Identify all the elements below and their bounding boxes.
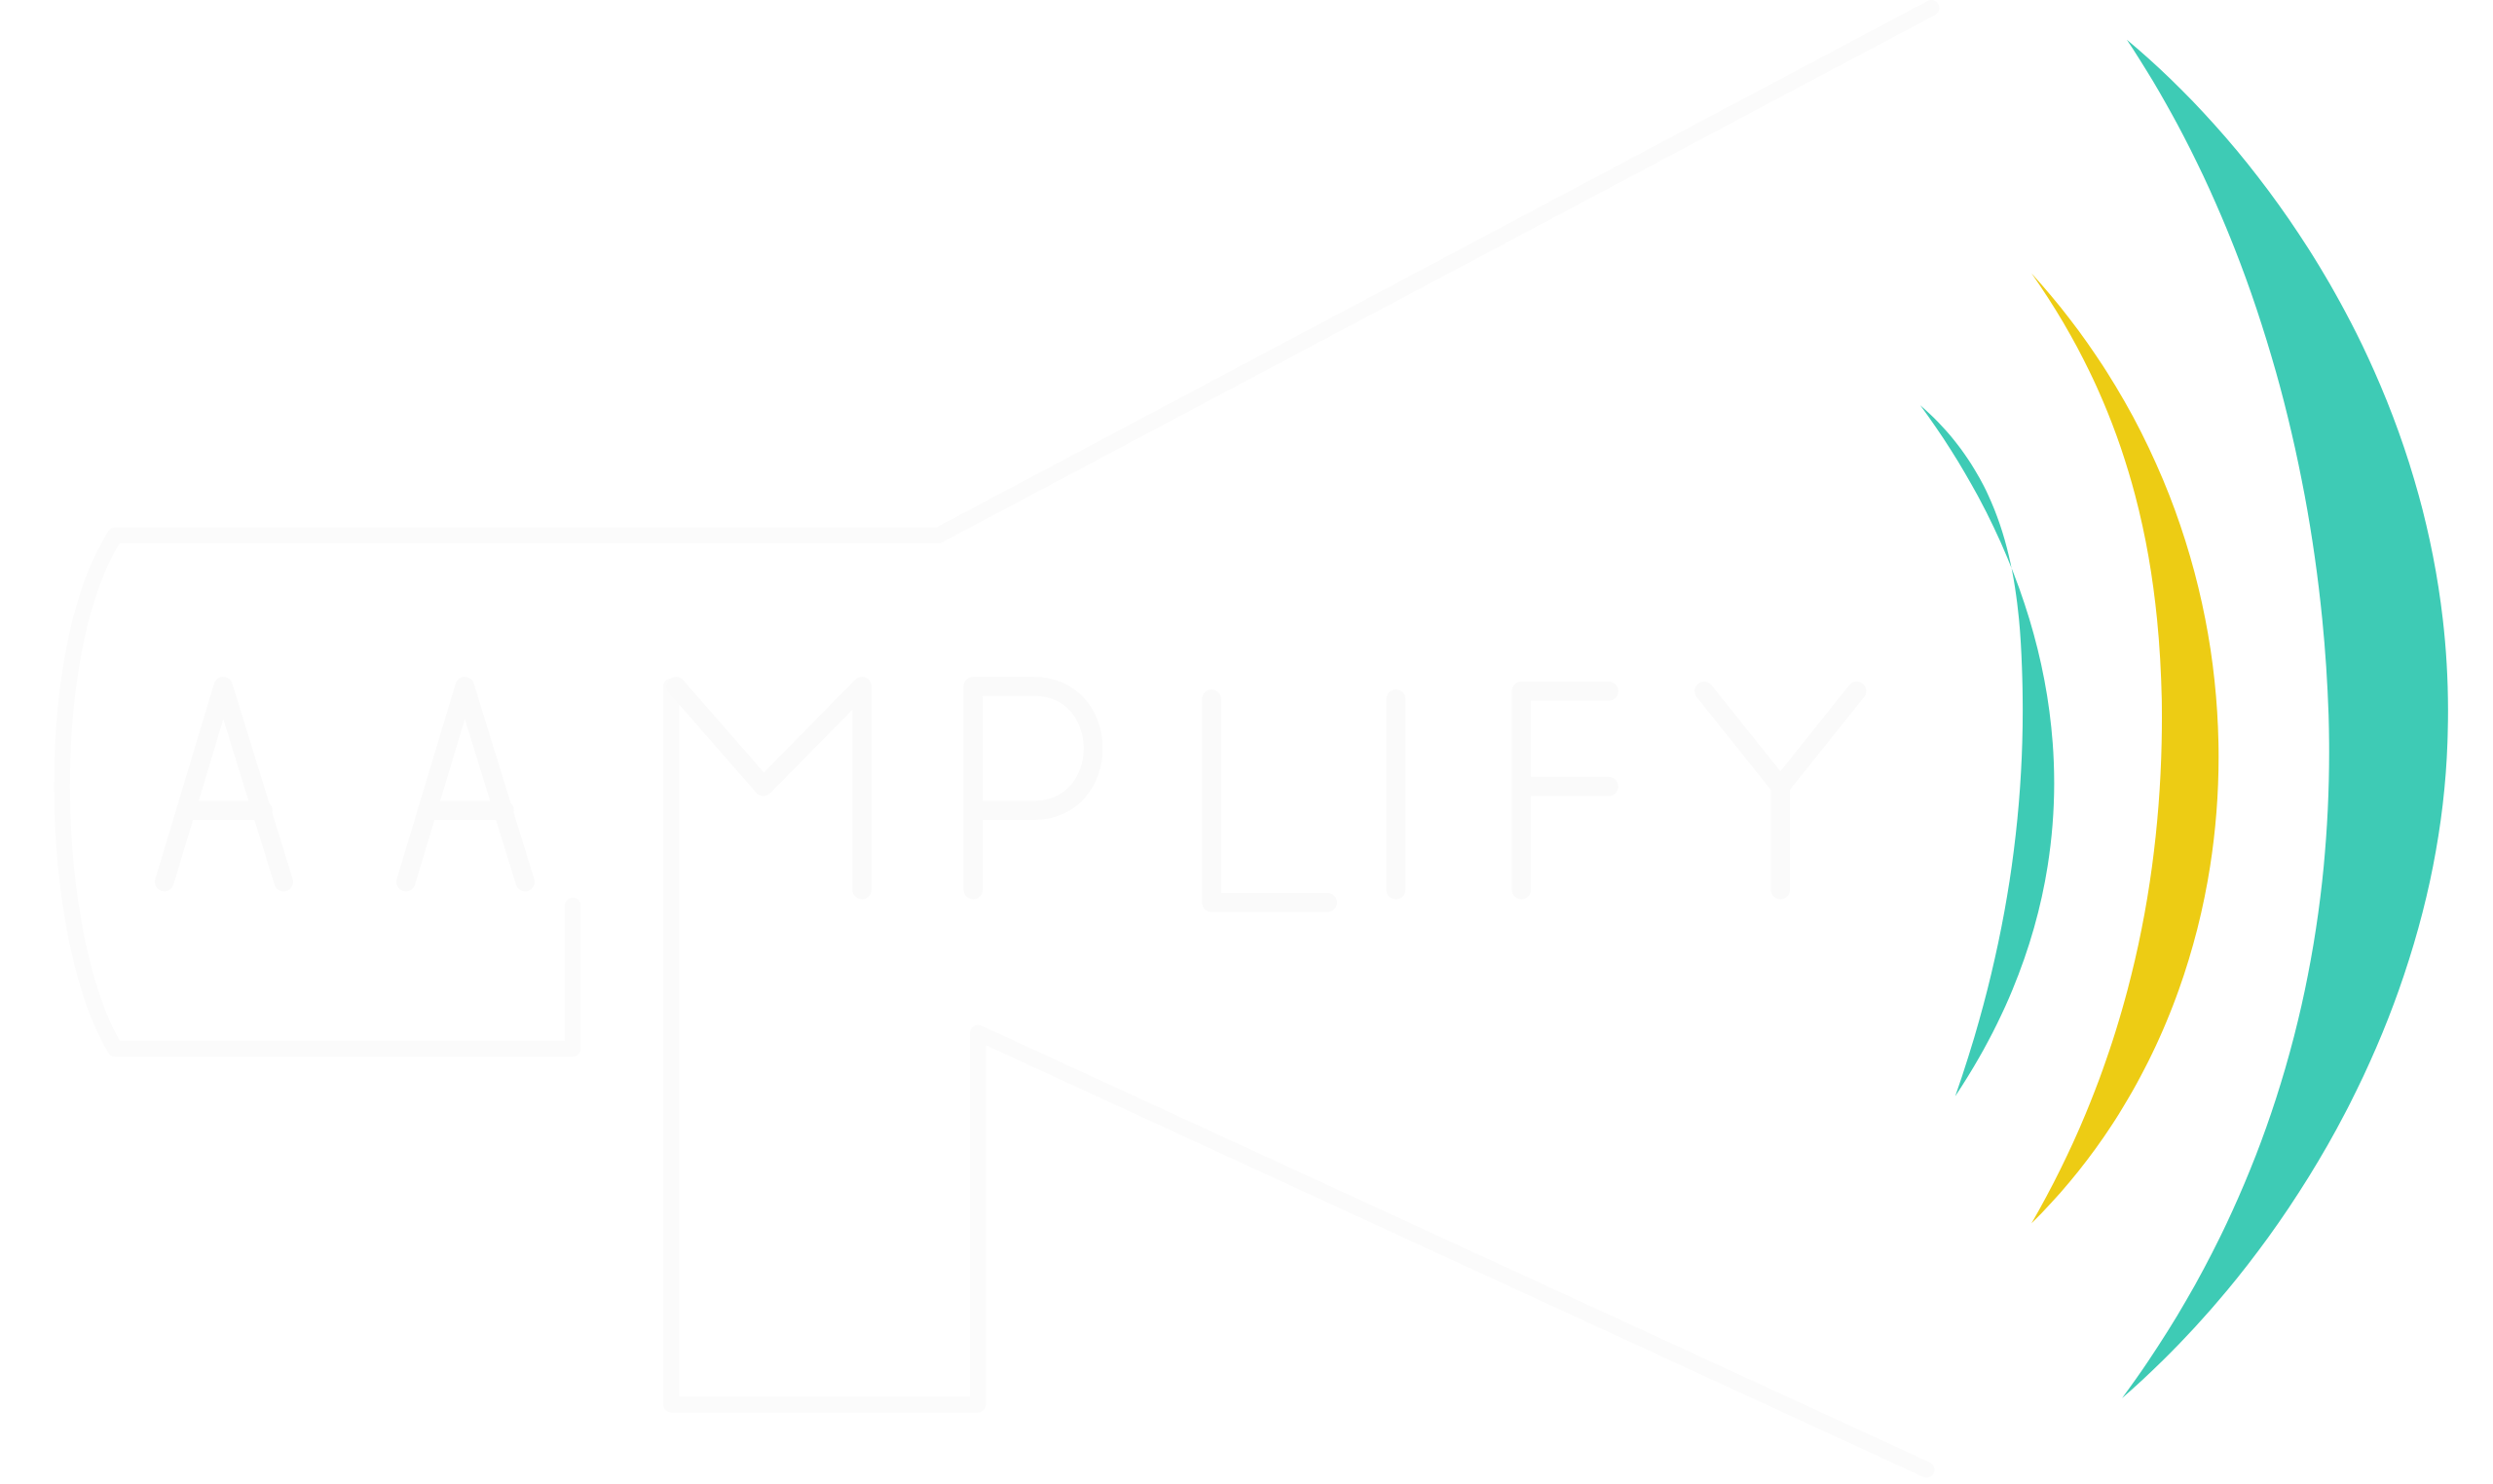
megaphone-top-outline: [54, 0, 1940, 1057]
letter-m: [666, 677, 872, 900]
letter-f: [1511, 681, 1619, 900]
sound-waves: [1919, 39, 2448, 1398]
letter-l: [1202, 689, 1338, 912]
wave-small-teal: [1919, 405, 2055, 1096]
wordmark: [155, 677, 1867, 912]
letter-a-1: [155, 677, 293, 892]
letter-p: [963, 677, 1103, 900]
megaphone-outline: [54, 0, 1940, 1478]
wave-large-teal: [2122, 39, 2448, 1398]
letter-y: [1694, 681, 1867, 900]
wave-medium-yellow: [2031, 273, 2219, 1224]
megaphone-bottom-outline: [663, 678, 1935, 1478]
letter-a-2: [396, 677, 536, 892]
